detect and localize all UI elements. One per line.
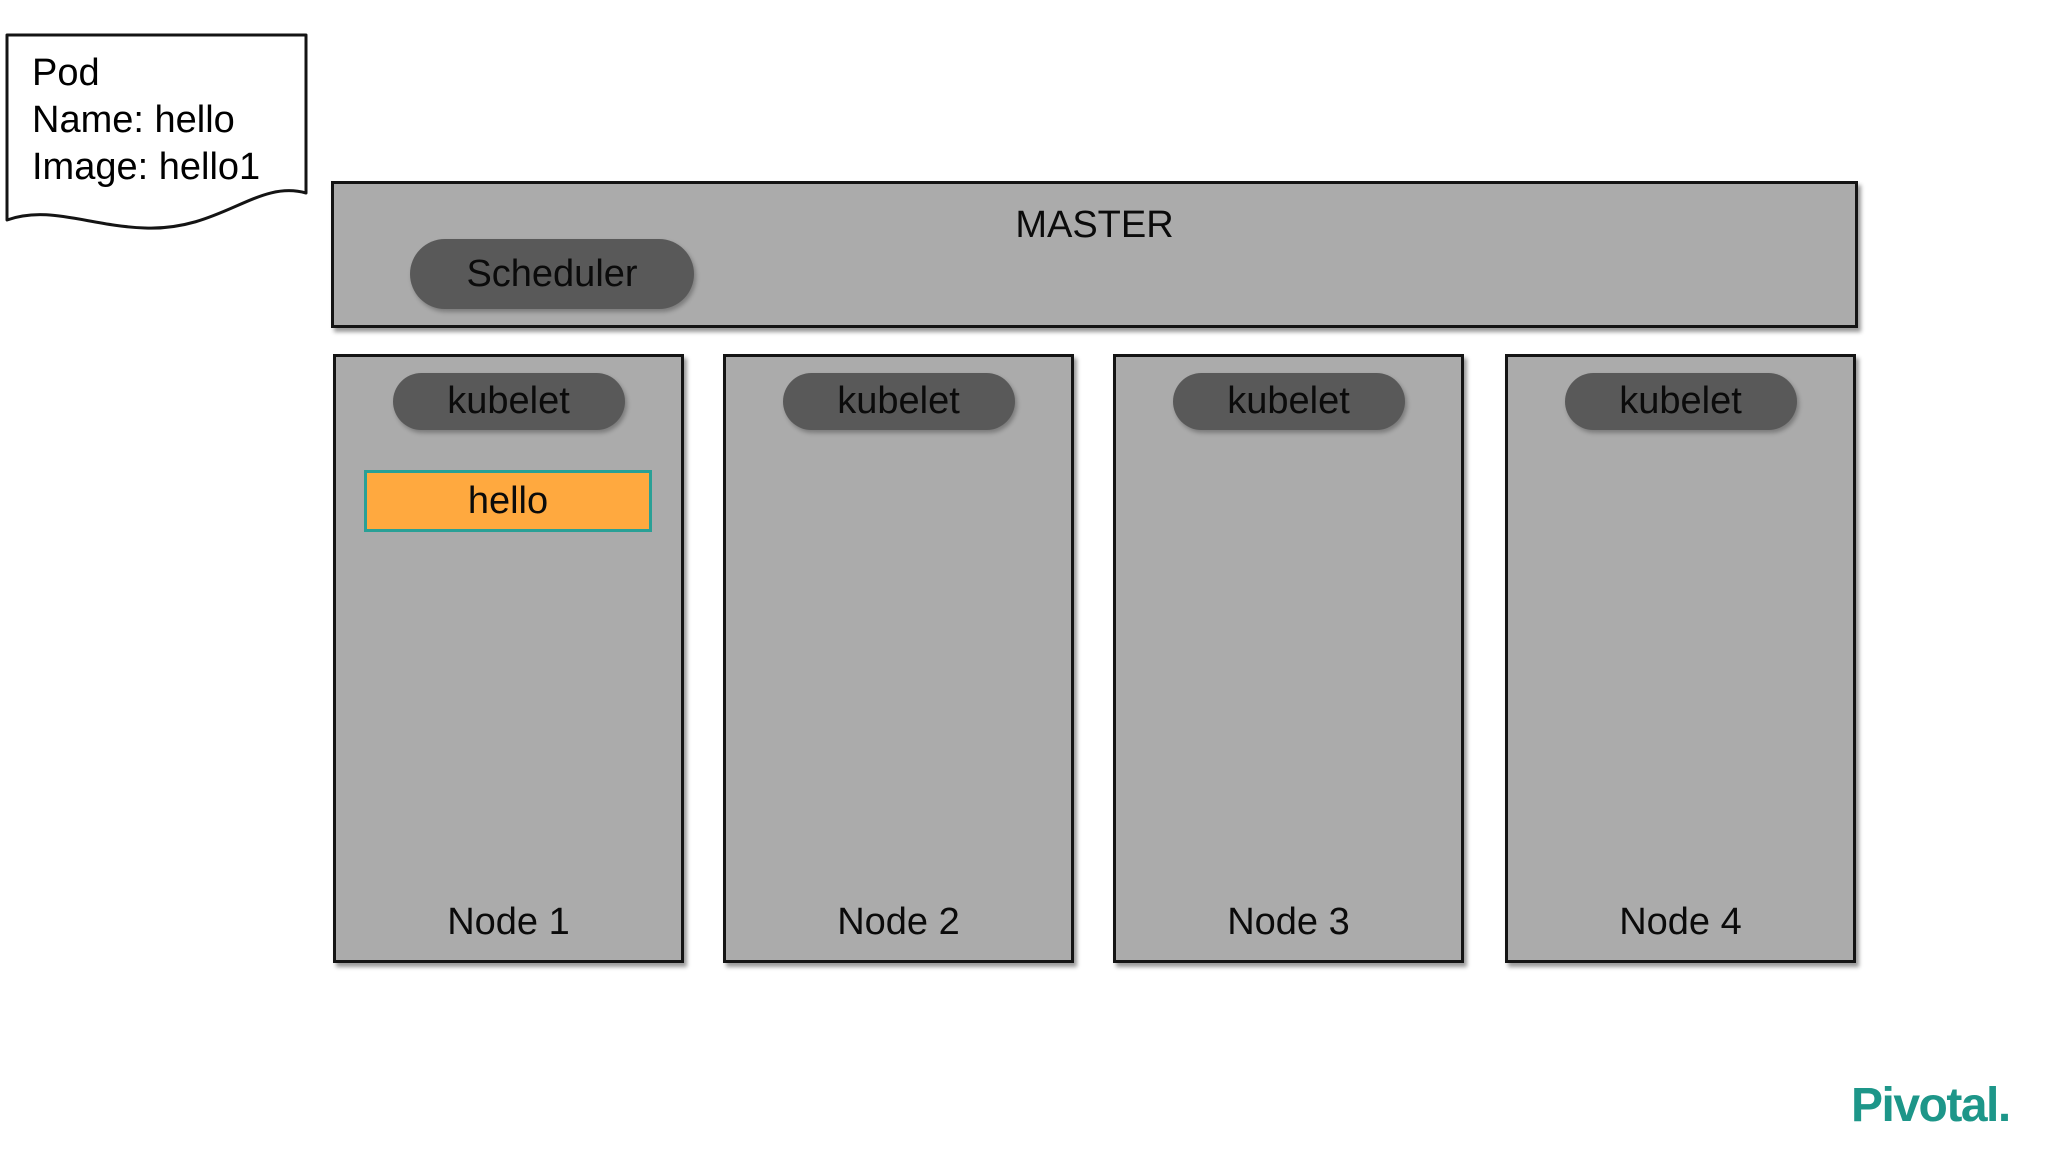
pivotal-logo: Pivotal. [1851,1079,2011,1132]
node-2-box: kubelet Node 2 [723,354,1074,963]
master-title: MASTER [1015,204,1174,246]
node-name-label: Node 2 [837,901,960,943]
master-box: MASTER Scheduler [331,181,1858,328]
kubelet-label: kubelet [447,380,570,422]
kubelet-pill: kubelet [782,373,1015,430]
node-1-box: kubelet hello Node 1 [333,354,684,963]
kubelet-label: kubelet [1227,380,1350,422]
kubelet-label: kubelet [837,380,960,422]
pod-note-line: Name: hello [32,99,235,141]
document-shape-icon [5,33,308,230]
pod-note-line: Image: hello1 [32,146,261,188]
pod-note: Pod Name: hello Image: hello1 [5,33,309,235]
scheduler-label: Scheduler [466,252,638,295]
scheduled-pod-label: hello [467,479,549,522]
scheduler-pill: Scheduler [410,239,694,309]
pod-note-line: Pod [32,52,100,94]
scheduled-pod-box: hello [364,470,652,532]
node-name-label: Node 3 [1227,901,1350,943]
node-name-label: Node 4 [1619,901,1742,943]
kubelet-pill: kubelet [392,373,625,430]
kubelet-pill: kubelet [1172,373,1405,430]
node-4-box: kubelet Node 4 [1505,354,1856,963]
kubelet-label: kubelet [1619,380,1742,422]
pod-note-text: Pod Name: hello Image: hello1 [32,50,260,191]
kubelet-pill: kubelet [1564,373,1797,430]
node-name-label: Node 1 [447,901,570,943]
node-3-box: kubelet Node 3 [1113,354,1464,963]
